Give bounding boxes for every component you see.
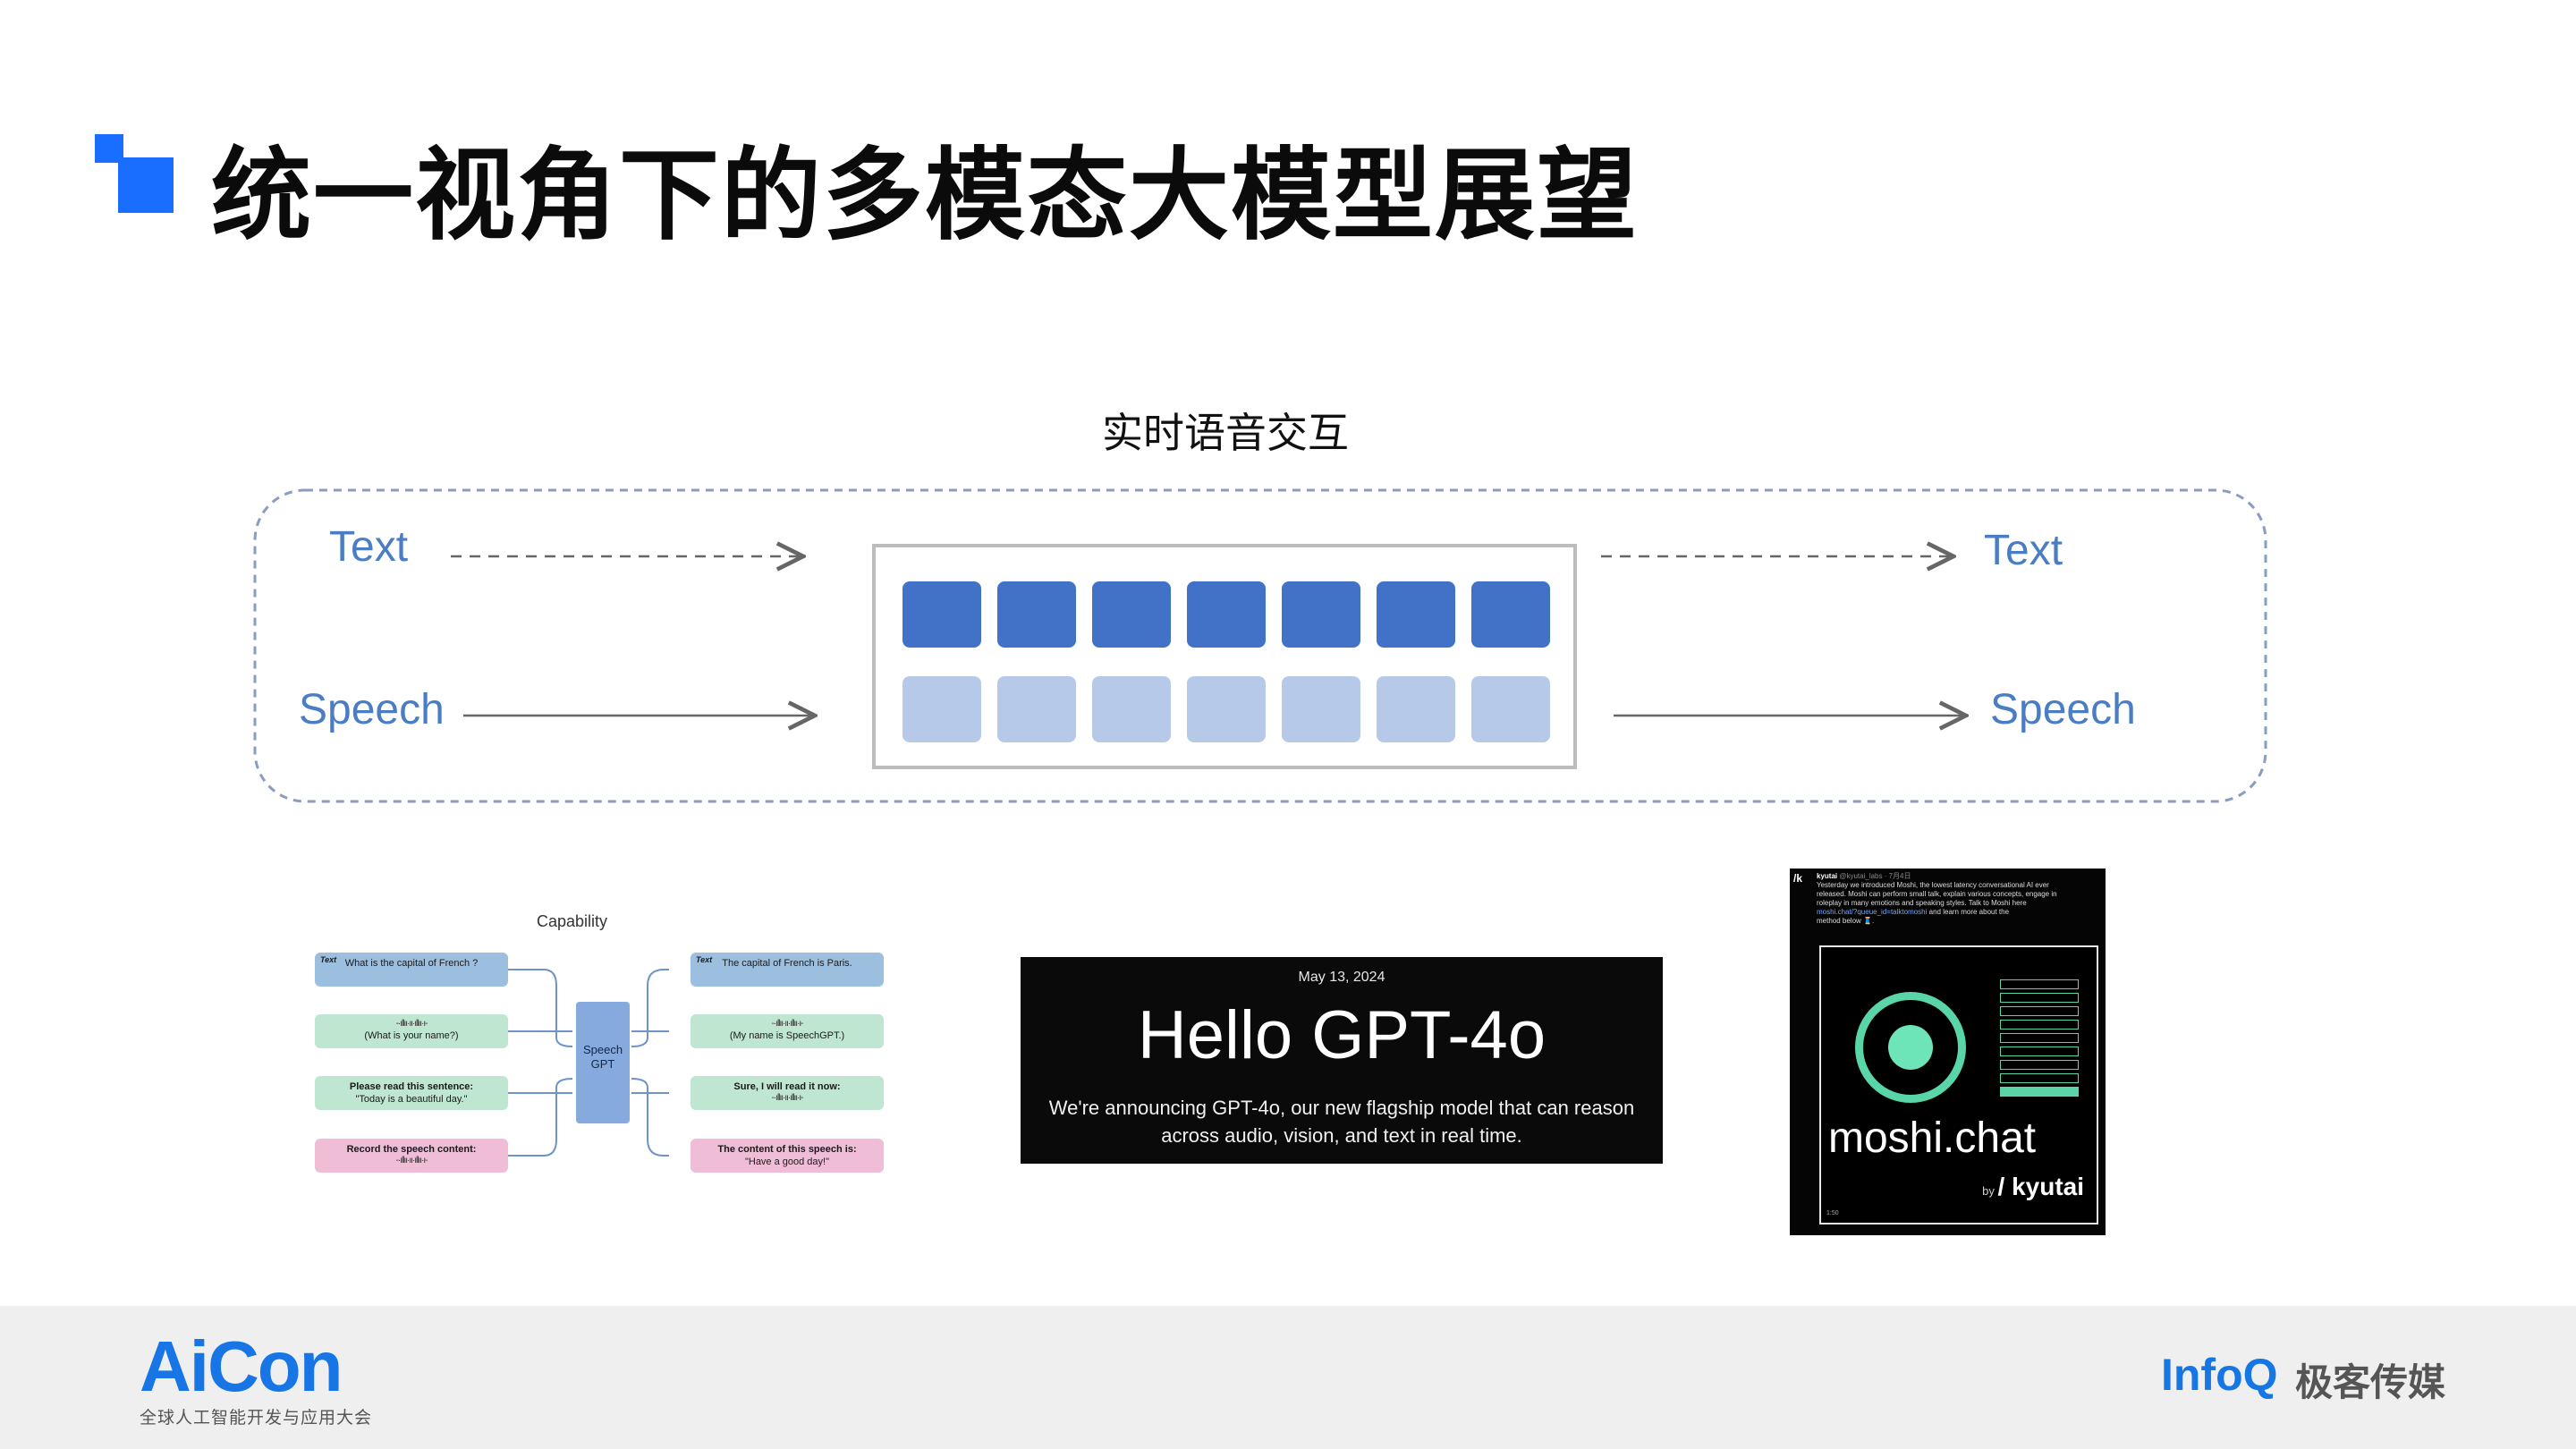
speech-token (1471, 676, 1550, 742)
tweet-user: kyutai (1817, 872, 1837, 880)
level-bar (2000, 1033, 2079, 1043)
capability-output-text-content: The capital of French is Paris. (722, 958, 852, 969)
capability-output-content-bold: The content of this speech is: (717, 1144, 856, 1155)
moshi-name: moshi.chat (1828, 1114, 2036, 1163)
input-speech-label: Speech (299, 685, 445, 734)
output-speech-label: Speech (1990, 685, 2136, 734)
capability-output-content: The content of this speech is: "Have a g… (691, 1139, 884, 1173)
level-bar (2000, 1087, 2079, 1097)
capability-input-record: Record the speech content: -·ıllıı·ıı·ıl… (315, 1139, 508, 1173)
speech-token (1377, 676, 1455, 742)
gpt4o-card: May 13, 2024 Hello GPT-4o We're announci… (1021, 957, 1663, 1164)
level-bar (2000, 993, 2079, 1003)
level-bar (2000, 1046, 2079, 1056)
moshi-video[interactable]: moshi.chat by / kyutai 1:50 (1819, 945, 2098, 1224)
capability-input-record-bold: Record the speech content: (347, 1144, 477, 1155)
infoq-chinese-name: 极客传媒 (2295, 1352, 2445, 1407)
capability-output-speech: -·ıllıı·ıı·ıllıı·ı- (My name is SpeechGP… (691, 1014, 884, 1048)
speech-token (1092, 676, 1171, 742)
model-box (872, 544, 1577, 769)
input-text-label: Text (329, 522, 408, 572)
speech-token (1282, 676, 1360, 742)
tweet-handle: @kyutai_labs · 7月4日 (1839, 872, 1911, 880)
level-bar (2000, 1073, 2079, 1083)
text-token (1377, 581, 1455, 648)
speech-gpt-label-1: Speech (583, 1043, 623, 1056)
capability-input-read: Please read this sentence: "Today is a b… (315, 1076, 508, 1110)
text-token (997, 581, 1076, 648)
capability-input-text: Text What is the capital of French ? (315, 953, 508, 987)
capability-output-speech-content: (My name is SpeechGPT.) (730, 1030, 844, 1041)
waveform: -·ıllıı·ıı·ıllıı·ı- (691, 1019, 884, 1030)
text-token (1471, 581, 1550, 648)
capability-output-content-text: "Have a good day!" (745, 1157, 829, 1167)
speech-token-row (902, 676, 1550, 742)
waveform: -·ıllıı·ıı·ıllıı·ı- (315, 1156, 508, 1166)
tweet-line-1: Yesterday we introduced Moshi, the lowes… (1817, 881, 2049, 889)
moshi-byline: by / kyutai (1982, 1173, 2084, 1201)
footer: AiCon 全球人工智能开发与应用大会 InfoQ 极客传媒 (0, 1306, 2576, 1449)
speech-token (1187, 676, 1266, 742)
moshi-orb-core (1888, 1025, 1933, 1070)
moshi-orb-icon (1855, 992, 1966, 1103)
aicon-subtitle: 全球人工智能开发与应用大会 (140, 1404, 372, 1428)
text-token (1282, 581, 1360, 648)
capability-title: Capability (537, 912, 607, 931)
capability-output-read-bold: Sure, I will read it now: (733, 1081, 840, 1092)
level-bar (2000, 1060, 2079, 1070)
capability-input-read-bold: Please read this sentence: (350, 1081, 473, 1092)
video-time: 1:50 (1826, 1210, 1839, 1216)
capability-tag: Text (320, 953, 336, 966)
speech-gpt-label-2: GPT (591, 1057, 615, 1071)
capability-input-speech-content: (What is your name?) (364, 1030, 458, 1041)
gpt4o-description: We're announcing GPT-4o, our new flagshi… (1030, 1094, 1654, 1149)
text-token (1187, 581, 1266, 648)
speech-gpt-block: Speech GPT (576, 1002, 630, 1123)
waveform: -·ıllıı·ıı·ıllıı·ı- (691, 1093, 884, 1104)
kyutai-brand: / kyutai (1998, 1173, 2084, 1200)
capability-output-read: Sure, I will read it now: -·ıllıı·ıı·ıll… (691, 1076, 884, 1110)
gpt4o-date: May 13, 2024 (1021, 970, 1663, 986)
speech-token (902, 676, 981, 742)
level-bar (2000, 979, 2079, 989)
waveform: -·ıllıı·ıı·ıllıı·ı- (315, 1019, 508, 1030)
moshi-level-meter (2000, 979, 2079, 1100)
tweet-line-2: released. Moshi can perform small talk, … (1817, 890, 2057, 898)
speech-token (997, 676, 1076, 742)
kyutai-avatar: /k (1793, 872, 1802, 885)
gpt4o-title: Hello GPT-4o (1021, 996, 1663, 1074)
moshi-by: by (1982, 1184, 1995, 1198)
tweet-line-4: and learn more about the (1927, 908, 2009, 916)
capability-tag: Text (696, 953, 712, 966)
tweet-link[interactable]: moshi.chat/?queue_id=talktomoshi (1817, 908, 1927, 916)
capability-input-speech: -·ıllıı·ıı·ıllıı·ı- (What is your name?) (315, 1014, 508, 1048)
output-text-label: Text (1984, 526, 2063, 575)
moshi-card: /k kyutai @kyutai_labs · 7月4日 Yesterday … (1790, 869, 2106, 1235)
tweet-line-3: roleplay in many emotions and speaking s… (1817, 899, 2027, 907)
capability-output-text: Text The capital of French is Paris. (691, 953, 884, 987)
gpt4o-description-line-2: across audio, vision, and text in real t… (1161, 1124, 1522, 1147)
aicon-logo: AiCon (140, 1326, 342, 1408)
moshi-tweet: kyutai @kyutai_labs · 7月4日 Yesterday we … (1817, 872, 2102, 926)
text-token (902, 581, 981, 648)
infoq-logo: InfoQ (2161, 1349, 2278, 1401)
text-token-row (902, 581, 1550, 648)
level-bar (2000, 1006, 2079, 1016)
capability-figure: Capability Text What is the capital of F… (304, 903, 894, 1199)
text-token (1092, 581, 1171, 648)
capability-input-text-content: What is the capital of French ? (345, 958, 479, 969)
level-bar (2000, 1020, 2079, 1030)
gpt4o-description-line-1: We're announcing GPT-4o, our new flagshi… (1049, 1097, 1634, 1119)
capability-input-read-content: "Today is a beautiful day." (355, 1094, 467, 1105)
tweet-line-5: method below 🧵. (1817, 917, 1874, 925)
